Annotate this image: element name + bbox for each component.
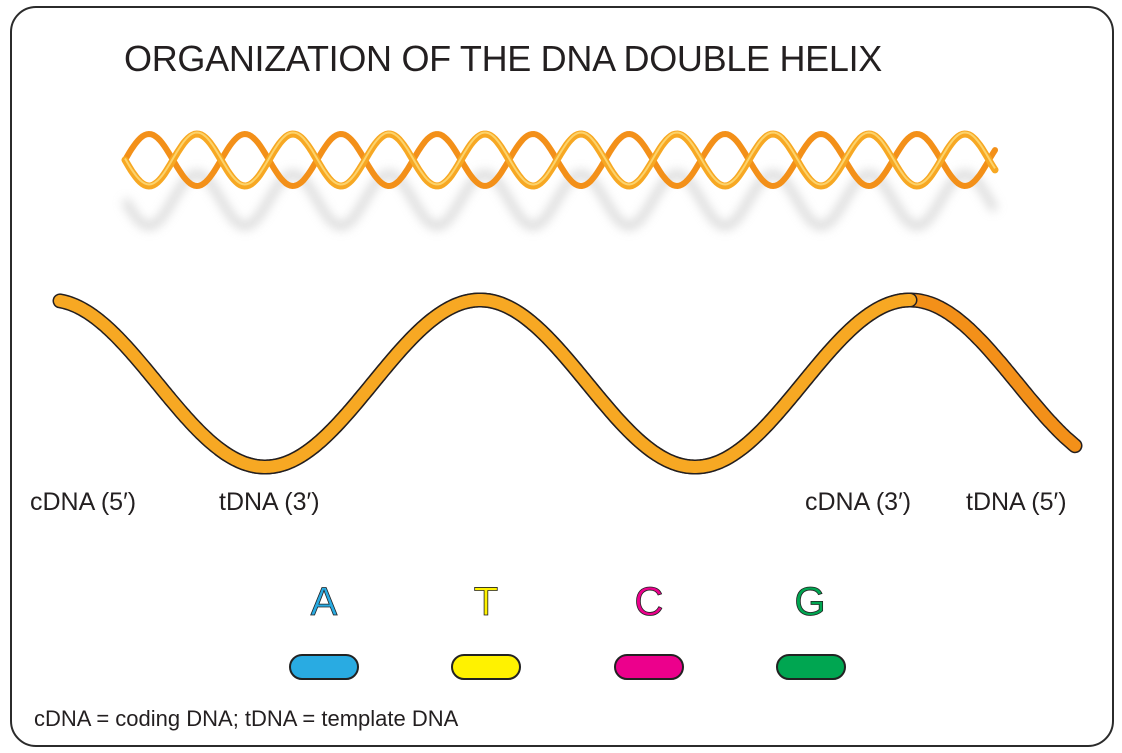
legend-letter-a: A <box>294 580 354 625</box>
legend-pill-g <box>776 654 846 680</box>
legend-pill-a <box>289 654 359 680</box>
legend-pill-c <box>614 654 684 680</box>
label-cdna-3-prime: cDNA (3′) <box>805 488 911 517</box>
legend-letter-c: C <box>619 580 679 625</box>
footnote: cDNA = coding DNA; tDNA = template DNA <box>34 706 458 732</box>
label-tdna-5-prime: tDNA (5′) <box>966 488 1067 517</box>
legend-pill-t <box>451 654 521 680</box>
label-tdna-3-prime: tDNA (3′) <box>219 488 320 517</box>
legend-letter-t: T <box>456 580 516 625</box>
label-cdna-5-prime: cDNA (5′) <box>30 488 136 517</box>
coding-strand-outline <box>60 300 910 467</box>
coding-strand <box>60 300 910 467</box>
legend-letter-g: G <box>780 580 840 625</box>
